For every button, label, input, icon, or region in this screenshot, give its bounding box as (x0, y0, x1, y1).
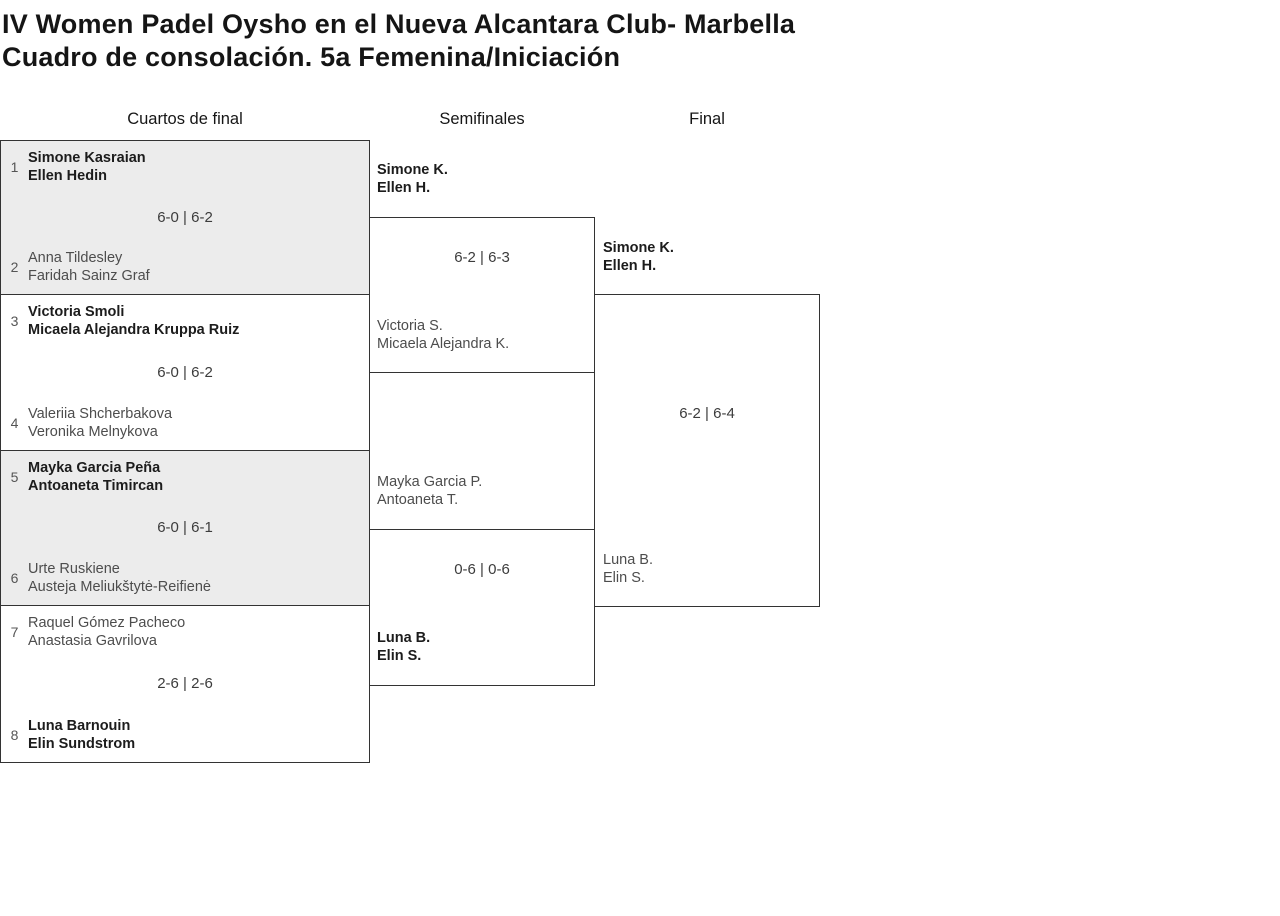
round-header-final: Final (689, 110, 725, 128)
player-name: Elin S. (377, 648, 422, 664)
player-name: Simone Kasraian (28, 150, 146, 166)
team-row: 6 Urte Ruskiene Austeja Meliukštytė-Reif… (1, 560, 369, 596)
page-title-line2: Cuadro de consolación. 5a Femenina/Inici… (2, 42, 621, 72)
team-row: 2 Anna Tildesley Faridah Sainz Graf (1, 249, 369, 285)
player-name: Antoaneta T. (377, 492, 459, 508)
final-team-bottom: Luna B. Elin S. (603, 551, 653, 587)
seed-number: 2 (10, 259, 19, 275)
sf2-team-bottom: Luna B. Elin S. (377, 629, 430, 665)
player-name: Luna Barnouin (28, 718, 131, 734)
sf1-team-top: Simone K. Ellen H. (377, 161, 448, 197)
final-score: 6-2 | 6-4 (679, 405, 735, 422)
player-name: Victoria Smoli (28, 304, 125, 320)
player-name: Elin Sundstrom (28, 736, 136, 752)
team-row: 4 Valeriia Shcherbakova Veronika Melnyko… (1, 405, 369, 441)
seed-number: 5 (10, 469, 19, 485)
team-row: 8 Luna Barnouin Elin Sundstrom (1, 717, 369, 753)
qf-match-1: 1 Simone Kasraian Ellen Hedin 6-0 | 6-2 … (0, 140, 370, 295)
match-score: 6-0 | 6-1 (157, 519, 213, 536)
player-name: Simone K. (377, 162, 448, 178)
team-names: Anna Tildesley Faridah Sainz Graf (28, 249, 150, 285)
seed-number: 3 (10, 313, 19, 329)
team-row: 5 Mayka Garcia Peña Antoaneta Timircan (1, 459, 369, 495)
final-match-connector (594, 294, 820, 607)
team-names: Mayka Garcia Peña Antoaneta Timircan (28, 459, 163, 495)
team-row: 3 Victoria Smoli Micaela Alejandra Krupp… (1, 303, 369, 339)
sf-match-2-connector (369, 529, 595, 686)
player-name: Anna Tildesley (28, 250, 123, 266)
round-header-semifinals: Semifinales (439, 110, 525, 128)
qf-match-3: 5 Mayka Garcia Peña Antoaneta Timircan 6… (0, 450, 370, 606)
player-name: Valeriia Shcherbakova (28, 406, 173, 422)
player-name: Ellen H. (603, 258, 657, 274)
player-name: Veronika Melnykova (28, 424, 158, 440)
player-name: Anastasia Gavrilova (28, 633, 157, 649)
player-name: Mayka Garcia P. (377, 474, 483, 490)
match-score: 6-0 | 6-2 (157, 363, 213, 381)
team-names: Valeriia Shcherbakova Veronika Melnykova (28, 405, 172, 441)
match-score: 6-0 | 6-2 (157, 208, 213, 226)
player-name: Elin S. (603, 570, 645, 586)
final-team-top: Simone K. Ellen H. (603, 239, 674, 275)
team-names: Victoria Smoli Micaela Alejandra Kruppa … (28, 303, 239, 339)
player-name: Ellen Hedin (28, 168, 107, 184)
seed-number: 7 (10, 624, 19, 640)
player-name: Micaela Alejandra Kruppa Ruiz (28, 322, 240, 338)
seed-number: 8 (10, 727, 19, 743)
sf1-score: 6-2 | 6-3 (454, 249, 510, 266)
player-name: Urte Ruskiene (28, 561, 120, 577)
qf-match-4: 7 Raquel Gómez Pacheco Anastasia Gavrilo… (0, 605, 370, 763)
team-names: Urte Ruskiene Austeja Meliukštytė-Reifie… (28, 560, 211, 596)
sf2-score: 0-6 | 0-6 (454, 561, 510, 578)
player-name: Victoria S. (377, 318, 443, 334)
team-names: Raquel Gómez Pacheco Anastasia Gavrilova (28, 614, 185, 650)
page-title: IV Women Padel Oysho en el Nueva Alcanta… (2, 8, 795, 74)
match-score: 2-6 | 2-6 (157, 675, 213, 692)
player-name: Luna B. (603, 552, 653, 568)
seed-number: 4 (10, 415, 19, 431)
sf2-team-top: Mayka Garcia P. Antoaneta T. (377, 473, 482, 509)
sf1-team-bottom: Victoria S. Micaela Alejandra K. (377, 317, 509, 353)
seed-number: 1 (10, 159, 19, 175)
team-names: Luna Barnouin Elin Sundstrom (28, 717, 135, 753)
qf-match-2: 3 Victoria Smoli Micaela Alejandra Krupp… (0, 294, 370, 451)
player-name: Austeja Meliukštytė-Reifienė (28, 579, 211, 595)
player-name: Raquel Gómez Pacheco (28, 615, 186, 631)
player-name: Mayka Garcia Peña (28, 460, 161, 476)
player-name: Luna B. (377, 630, 431, 646)
player-name: Simone K. (603, 240, 674, 256)
page-title-line1: IV Women Padel Oysho en el Nueva Alcanta… (2, 9, 796, 39)
player-name: Ellen H. (377, 180, 431, 196)
team-names: Simone Kasraian Ellen Hedin (28, 149, 146, 185)
player-name: Antoaneta Timircan (28, 478, 164, 494)
seed-number: 6 (10, 570, 19, 586)
player-name: Micaela Alejandra K. (377, 336, 510, 352)
team-row: 7 Raquel Gómez Pacheco Anastasia Gavrilo… (1, 614, 369, 650)
team-row: 1 Simone Kasraian Ellen Hedin (1, 149, 369, 185)
player-name: Faridah Sainz Graf (28, 268, 150, 284)
round-header-quarterfinals: Cuartos de final (127, 110, 243, 128)
